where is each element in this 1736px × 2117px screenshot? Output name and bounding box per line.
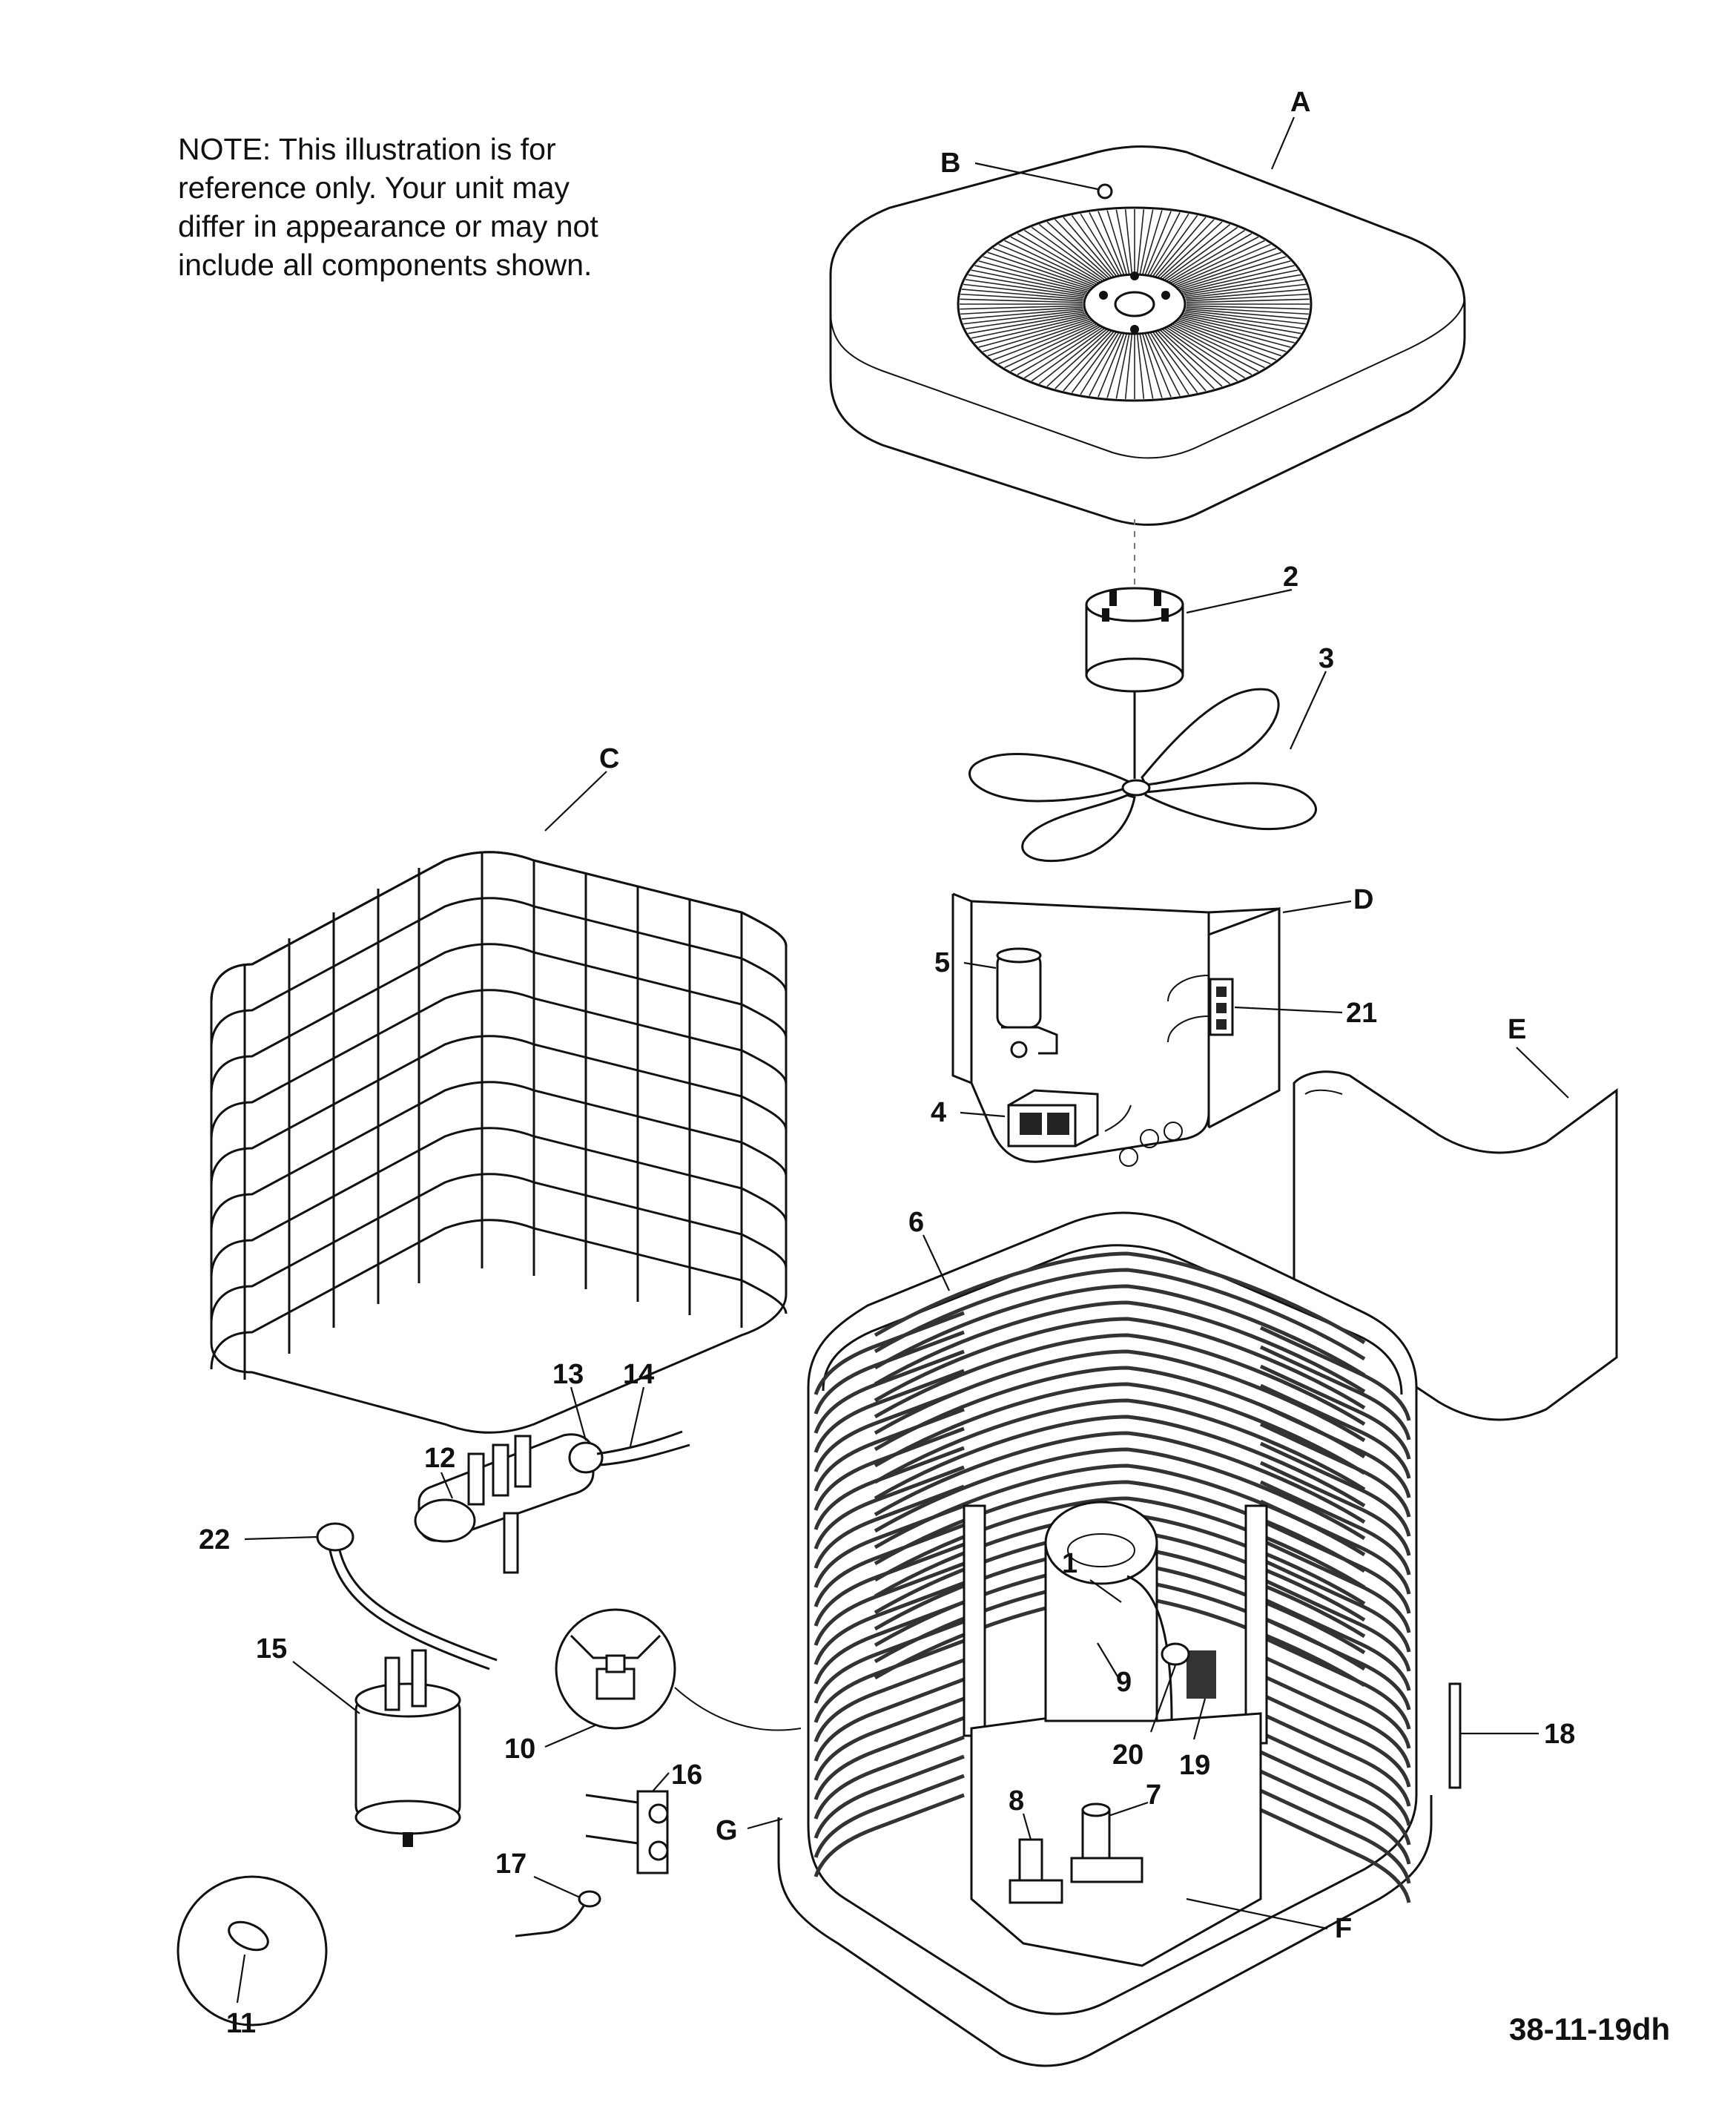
callout-17: 17 bbox=[495, 1848, 527, 1880]
callout-G: G bbox=[716, 1815, 738, 1846]
callout-D: D bbox=[1353, 884, 1373, 915]
callout-15: 15 bbox=[256, 1633, 287, 1665]
callout-14: 14 bbox=[623, 1359, 654, 1390]
reference-note: NOTE: This illustration is for reference… bbox=[178, 130, 653, 284]
callout-9: 9 bbox=[1116, 1667, 1132, 1698]
callout-11: 11 bbox=[226, 2008, 256, 2039]
figure-id: 38-11-19dh bbox=[1509, 2012, 1671, 2047]
service-valve-detail bbox=[555, 1608, 802, 1731]
service-valves bbox=[1009, 1802, 1143, 1904]
note-line: NOTE: This illustration is for bbox=[178, 132, 556, 166]
contactor bbox=[1007, 1089, 1132, 1148]
fitting-detail bbox=[176, 1875, 328, 2027]
callout-19: 19 bbox=[1179, 1750, 1210, 1781]
callout-6: 6 bbox=[908, 1207, 924, 1238]
callout-18: 18 bbox=[1544, 1719, 1575, 1750]
coil-guard bbox=[210, 851, 788, 1434]
callout-12: 12 bbox=[424, 1443, 455, 1474]
run-capacitor bbox=[996, 952, 1042, 1029]
callout-F: F bbox=[1335, 1913, 1352, 1944]
callout-E: E bbox=[1508, 1014, 1526, 1045]
callout-B: B bbox=[940, 148, 960, 179]
outdoor-coil-unit bbox=[777, 1211, 1462, 2067]
leader-lines bbox=[236, 116, 1569, 2004]
callout-4: 4 bbox=[931, 1097, 946, 1128]
top-cover bbox=[829, 145, 1466, 526]
callout-16: 16 bbox=[671, 1759, 702, 1791]
low-voltage-terminal bbox=[1167, 975, 1234, 1043]
callout-1: 1 bbox=[1062, 1548, 1077, 1579]
reversing-valve bbox=[414, 1430, 690, 1574]
crankcase-heater-lead bbox=[515, 1890, 601, 1937]
control-panel bbox=[951, 892, 1281, 1167]
callout-C: C bbox=[599, 743, 619, 774]
callout-22: 22 bbox=[199, 1524, 230, 1555]
callout-20: 20 bbox=[1112, 1739, 1143, 1771]
callout-8: 8 bbox=[1009, 1785, 1024, 1817]
callout-3: 3 bbox=[1318, 643, 1334, 674]
note-line: include all components shown. bbox=[178, 248, 593, 282]
callout-2: 2 bbox=[1283, 562, 1298, 593]
fan-motor bbox=[1085, 587, 1184, 779]
filter-drier bbox=[1448, 1682, 1462, 1789]
note-line: reference only. Your unit may bbox=[178, 171, 570, 205]
callout-10: 10 bbox=[504, 1734, 535, 1765]
reversing-valve-coil bbox=[568, 1441, 604, 1474]
callout-13: 13 bbox=[552, 1359, 584, 1390]
accumulator bbox=[354, 1649, 461, 1847]
fan-blade bbox=[968, 688, 1317, 863]
callout-A: A bbox=[1290, 87, 1310, 118]
compressor bbox=[1044, 1501, 1173, 1722]
defrost-board bbox=[1187, 1650, 1216, 1699]
pressure-switch bbox=[585, 1790, 669, 1874]
callout-5: 5 bbox=[934, 947, 950, 978]
fan-grille bbox=[960, 209, 1310, 399]
callout-21: 21 bbox=[1346, 998, 1377, 1029]
cover-screw bbox=[1097, 183, 1113, 200]
defrost-sensor bbox=[316, 1522, 498, 1670]
callout-7: 7 bbox=[1146, 1779, 1161, 1811]
note-line: differ in appearance or may not bbox=[178, 209, 598, 243]
